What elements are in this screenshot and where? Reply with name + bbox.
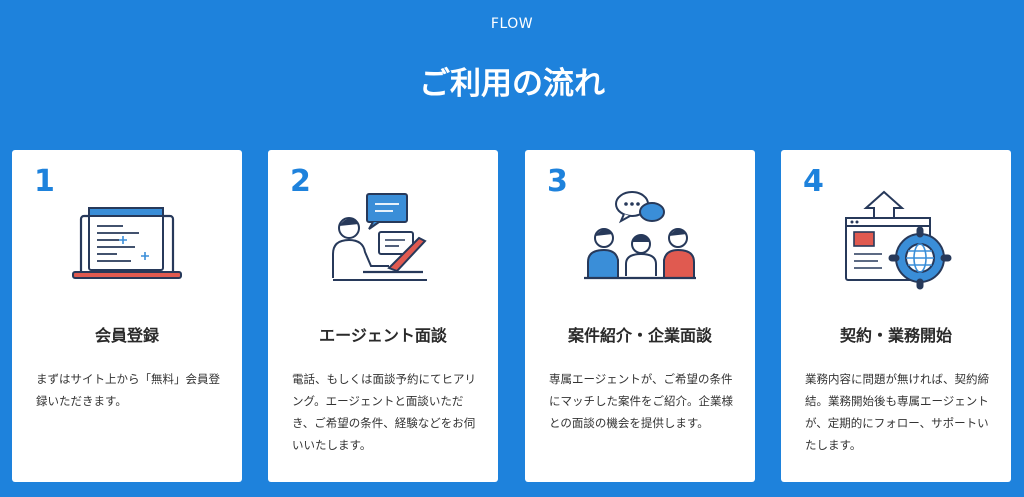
consultation-chat-icon [323,186,443,296]
step-number: 4 [803,164,824,199]
step-card-1: 1 会員登録 まずはサイト上から「無料」会員登録いただきます。 [12,150,242,482]
step-title: 案件紹介・企業面談 [567,326,712,345]
web-gear-icon [836,186,956,296]
flow-eyebrow: FLOW [490,16,534,32]
step-number: 3 [547,164,568,199]
step-card-4: 4 契約・業務開始 業務内容に問題が無ければ、契約 [781,150,1011,482]
step-title: 会員登録 [94,326,159,345]
step-description: 業務内容に問題が無ければ、契約締結。業務開始後も専属エージェントが、定期的にフォ… [805,372,989,452]
section-title: ご利用の流れ [419,66,605,102]
group-meeting-icon [580,186,700,296]
step-description: 専属エージェントが、ご希望の条件にマッチした案件をご紹介。企業様との面談の機会を… [549,372,733,430]
step-number: 1 [34,164,55,199]
step-title: 契約・業務開始 [839,326,952,345]
step-card-2: 2 エージェント面談 電話、もしくは面談予約にてヒアリング。エージェントと面談い… [268,150,498,482]
step-card-3: 3 案件紹介・企業面談 専属エージェントが、ご希望の条件にマッチした案件をご紹介… [525,150,755,482]
step-number: 2 [290,164,311,199]
laptop-form-icon [67,186,187,296]
step-description: 電話、もしくは面談予約にてヒアリング。エージェントと面談いただき、ご希望の条件、… [292,372,476,452]
step-title: エージェント面談 [319,326,447,345]
step-description: まずはサイト上から「無料」会員登録いただきます。 [36,372,220,408]
